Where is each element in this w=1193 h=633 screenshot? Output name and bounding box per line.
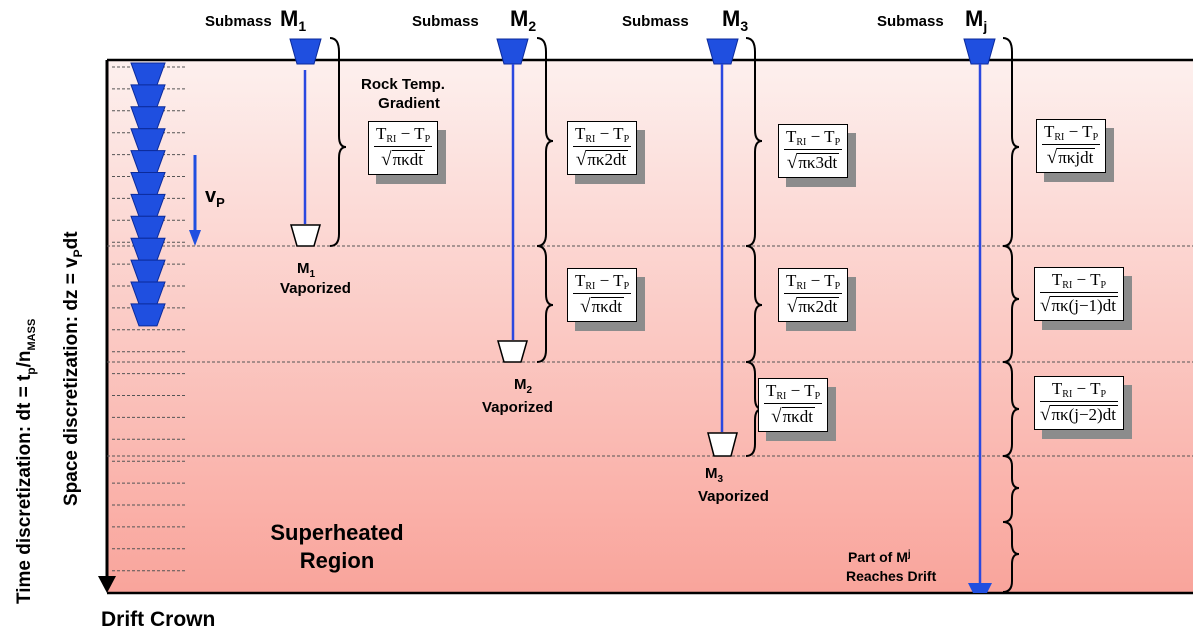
vaporized-1-icon [290, 224, 321, 247]
submass-column-1 [289, 37, 347, 247]
vaporized-3-icon [707, 432, 738, 457]
svg-text:Mj: Mj [965, 6, 987, 34]
formula-mj-1: TRI − TP √πκjdt [1036, 119, 1107, 173]
space-axis-arrow [98, 576, 116, 593]
part-of-mj-label: Part of Mj [848, 549, 911, 565]
rock-temp-label: Rock Temp. [361, 76, 445, 93]
submass-3-icon [706, 38, 739, 65]
submass-2-icon [496, 38, 529, 65]
vaporized-3-symbol: M3 [705, 465, 724, 485]
region-label: Region [300, 548, 375, 573]
submass-header-2: Submass M2 [412, 6, 536, 34]
stacked-submass-icon [130, 303, 166, 327]
brace-jc [1002, 361, 1020, 457]
svg-text:M2: M2 [510, 6, 536, 34]
vaporized-1-label: Vaporized [280, 280, 351, 297]
submass-column-2 [496, 37, 554, 363]
brace-je [1002, 521, 1020, 593]
submass-stack [130, 62, 166, 327]
brace-1 [329, 37, 347, 247]
vaporized-1-symbol: M1 [297, 260, 316, 280]
submass-1-icon [289, 38, 322, 65]
submass-j-icon [963, 38, 996, 65]
formula-m2-2: TRI − TP √πκdt [567, 268, 638, 322]
svg-text:Submass: Submass [622, 13, 689, 30]
brace-jd [1002, 455, 1020, 523]
formula-m3-1: TRI − TP √πκ3dt [778, 124, 849, 178]
drift-crown-label: Drift Crown [101, 608, 215, 631]
vaporized-2-label: Vaporized [482, 399, 553, 416]
svg-text:Submass: Submass [205, 13, 272, 30]
rock-region [107, 60, 1193, 593]
submass-column-3 [706, 37, 763, 457]
brace-ja [1002, 37, 1020, 247]
brace-3a [745, 37, 763, 247]
reaches-drift-label: Reaches Drift [846, 568, 937, 584]
vaporized-2-symbol: M2 [514, 376, 533, 396]
submass-header-3: Submass M3 [622, 6, 748, 34]
formula-m3-2: TRI − TP √πκ2dt [778, 268, 849, 322]
gradient-label: Gradient [378, 95, 440, 112]
formula-mj-2: TRI − TP √πκ(j−1)dt [1034, 267, 1124, 321]
brace-3b [745, 245, 763, 363]
velocity-label: vP [205, 185, 225, 210]
submass-column-j [963, 37, 1020, 593]
svg-text:M3: M3 [722, 6, 748, 34]
vaporized-3-label: Vaporized [698, 488, 769, 505]
submass-header-1: Submass M1 [205, 6, 306, 34]
submass-header-j: Submass Mj [877, 6, 987, 34]
svg-text:M1: M1 [280, 6, 306, 34]
svg-text:Submass: Submass [412, 13, 479, 30]
brace-2a [536, 37, 554, 247]
velocity-arrow-head [189, 230, 201, 246]
submass-j-reaching-drift [968, 583, 992, 593]
svg-text:Submass: Submass [877, 13, 944, 30]
formula-m2-1: TRI − TP √πκ2dt [567, 121, 638, 175]
superheated-label: Superheated [270, 520, 403, 545]
space-discretization-label: Space discretization: dz = vPdt [61, 231, 85, 506]
formula-m3-3: TRI − TP √πκdt [758, 378, 829, 432]
time-discretization-label: Time discretization: dt = tp/nMASS [14, 318, 38, 604]
formula-mj-3: TRI − TP √πκ(j−2)dt [1034, 376, 1124, 430]
brace-jb [1002, 245, 1020, 363]
brace-2b [536, 245, 554, 363]
formula-m1-1: TRI − TP √πκdt [368, 121, 439, 175]
vaporized-2-icon [497, 340, 528, 363]
